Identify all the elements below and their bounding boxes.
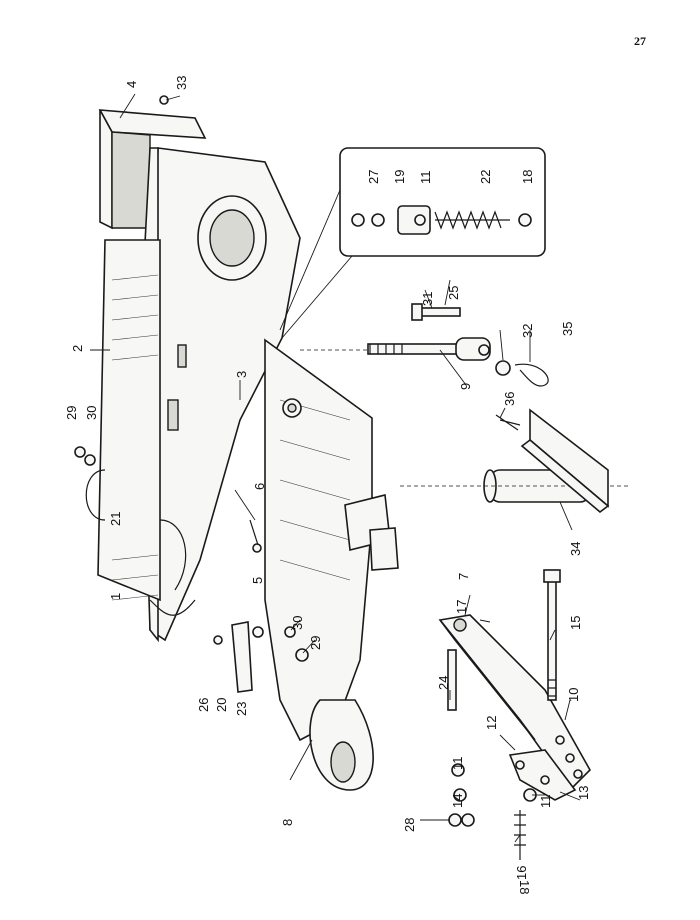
callout-21: 21 [108,512,123,526]
part-35-clip [514,363,549,387]
callout-30-top: 30 [84,406,99,420]
callout-7: 7 [456,573,471,580]
callout-18-inset: 18 [520,170,535,184]
part-34-tube [400,408,630,514]
callout-14: 14 [450,794,465,808]
callout-5: 5 [250,577,265,584]
callout-11-inset: 11 [418,171,433,185]
part-10-link [438,614,591,792]
callout-30-lower: 30 [290,616,305,630]
callout-29-lower: 29 [308,636,323,650]
part-32-washer [495,360,511,376]
callout-36: 36 [502,392,517,406]
callout-4: 4 [124,81,139,88]
callout-32: 32 [520,324,535,338]
callout-2: 2 [70,345,85,352]
part-13-plate [508,749,577,801]
callout-25: 25 [446,286,461,300]
part-4-bracket [98,109,207,230]
main-frame [85,147,301,643]
callout-20: 20 [214,698,229,712]
callout-16: 16 [514,866,529,880]
spring-detail-inset [279,147,546,339]
callout-1: 1 [108,593,123,600]
part-15-long-bolt [543,569,561,701]
callout-9: 9 [458,383,473,390]
callout-11-lower: 11 [450,757,465,771]
callout-8: 8 [280,819,295,826]
callout-13: 13 [576,786,591,800]
callout-28: 28 [402,818,417,832]
page-number: 27 [634,34,646,48]
callout-18-lower: 18 [517,880,532,894]
callout-10: 10 [566,688,581,702]
part-9-rod [300,337,491,361]
callout-22: 22 [478,170,493,184]
callout-31: 31 [420,292,435,306]
callout-17: 17 [454,600,469,614]
callout-15: 15 [568,616,583,630]
callout-12: 12 [484,716,499,730]
callout-3: 3 [234,371,249,378]
callout-24: 24 [436,676,451,690]
callout-35: 35 [560,322,575,336]
left-small-parts [213,621,264,693]
callout-labels: 1 2 3 4 5 6 7 8 9 10 11 11 11 12 13 14 1… [64,76,591,895]
part-36-pin [495,414,521,431]
callout-11-right: 11 [538,795,553,809]
screws [74,95,309,662]
callout-19: 19 [392,170,407,184]
part-24-pin [447,649,457,711]
callout-26: 26 [196,698,211,712]
callout-34: 34 [568,542,583,556]
part-25-bolt [411,303,461,321]
callout-33: 33 [174,76,189,90]
callout-27: 27 [366,170,381,184]
callout-29-top: 29 [64,406,79,420]
leader-lines [90,93,581,843]
callout-6: 6 [252,483,267,490]
part-8-arm [264,338,399,791]
callout-23: 23 [234,702,249,716]
